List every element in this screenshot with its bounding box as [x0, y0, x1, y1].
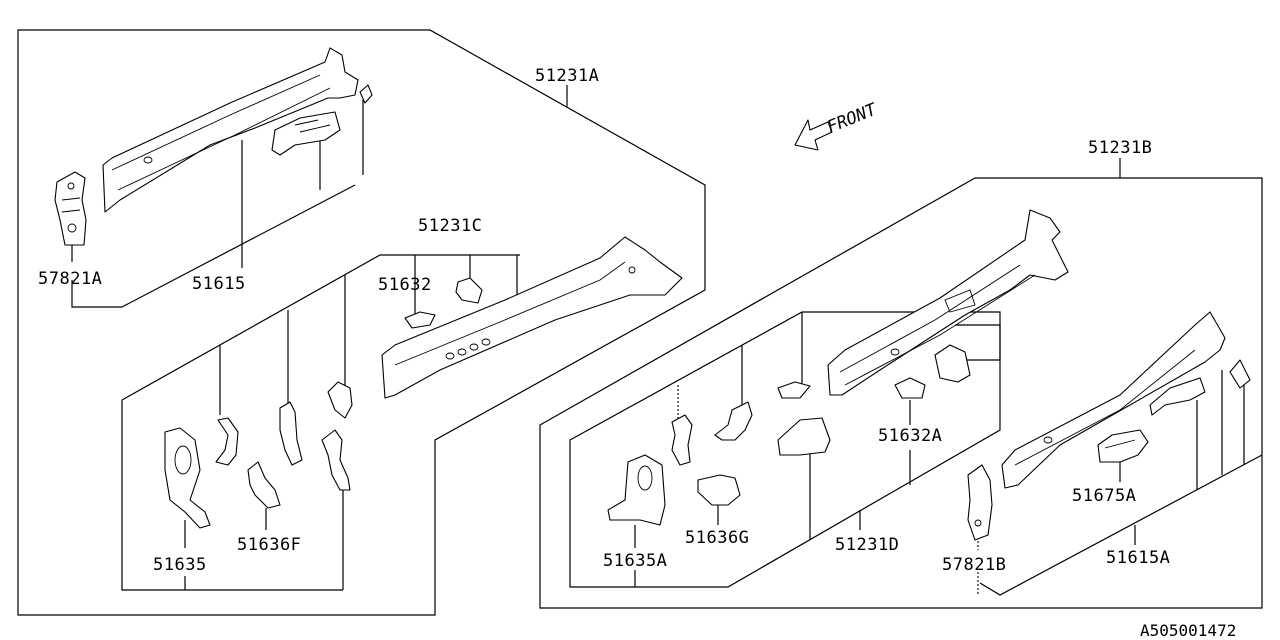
- bracket-curved: [215, 417, 239, 466]
- label-57821B: 57821B: [942, 555, 1006, 575]
- part-51635A: [607, 454, 666, 526]
- group-frame-51615A: [979, 454, 1263, 596]
- label-51635: 51635: [153, 555, 207, 575]
- label-57821A: 57821A: [38, 269, 102, 289]
- part-51636F: [247, 461, 281, 509]
- part-51636G: [697, 474, 741, 506]
- group-frame-51231C-top: [121, 254, 520, 401]
- label-51231D: 51231D: [835, 535, 899, 555]
- bracket-51615-inner: [271, 111, 341, 156]
- bracket-tall: [279, 401, 303, 466]
- label-51636F: 51636F: [237, 535, 301, 555]
- bracket-wedge-right: [777, 417, 831, 456]
- clip-51632-a: [404, 311, 436, 329]
- group-frame-51231C: [121, 400, 343, 591]
- rail-51231C: [381, 236, 683, 399]
- label-51231C: 51231C: [418, 216, 482, 236]
- clip-small-right-mid: [777, 381, 811, 399]
- clip-small-right: [1229, 359, 1251, 389]
- clip-51632-b: [455, 277, 483, 304]
- clip-51632A-a: [934, 344, 971, 383]
- group-frame-left: [17, 29, 706, 616]
- rail-51231B: [827, 209, 1069, 396]
- label-51231B: 51231B: [1088, 138, 1152, 158]
- bracket-57821B: [967, 464, 993, 541]
- front-arrow-icon: [794, 119, 833, 151]
- clip-small-upper: [359, 84, 373, 104]
- bracket-inner-right: [1149, 377, 1206, 416]
- clip-small-mid: [327, 381, 353, 419]
- label-51635A: 51635A: [603, 551, 667, 571]
- label-51632A: 51632A: [878, 426, 942, 446]
- rail-51231A-upper: [102, 47, 359, 213]
- drawing-code: A505001472: [1140, 621, 1236, 640]
- bracket-zigzag: [321, 429, 351, 491]
- label-51615A: 51615A: [1106, 548, 1170, 568]
- bracket-57821A: [54, 171, 87, 246]
- label-51231A: 51231A: [535, 66, 599, 86]
- part-51675A: [1097, 429, 1149, 463]
- group-frame-51615-lower: [71, 184, 356, 308]
- group-frame-right: [539, 177, 1263, 609]
- clip-51632A-b: [894, 377, 926, 399]
- bracket-stepped-right: [714, 401, 753, 441]
- label-51615: 51615: [192, 274, 246, 294]
- bracket-curved-right: [671, 414, 693, 466]
- leader-lines: [71, 85, 1245, 595]
- front-label: FRONT: [824, 99, 881, 137]
- label-51675A: 51675A: [1072, 486, 1136, 506]
- rail-51231A-right: [1001, 311, 1226, 489]
- label-51632: 51632: [378, 275, 432, 295]
- part-51635: [164, 427, 211, 529]
- label-51636G: 51636G: [685, 528, 749, 548]
- front-arrow: FRONT: [794, 99, 881, 151]
